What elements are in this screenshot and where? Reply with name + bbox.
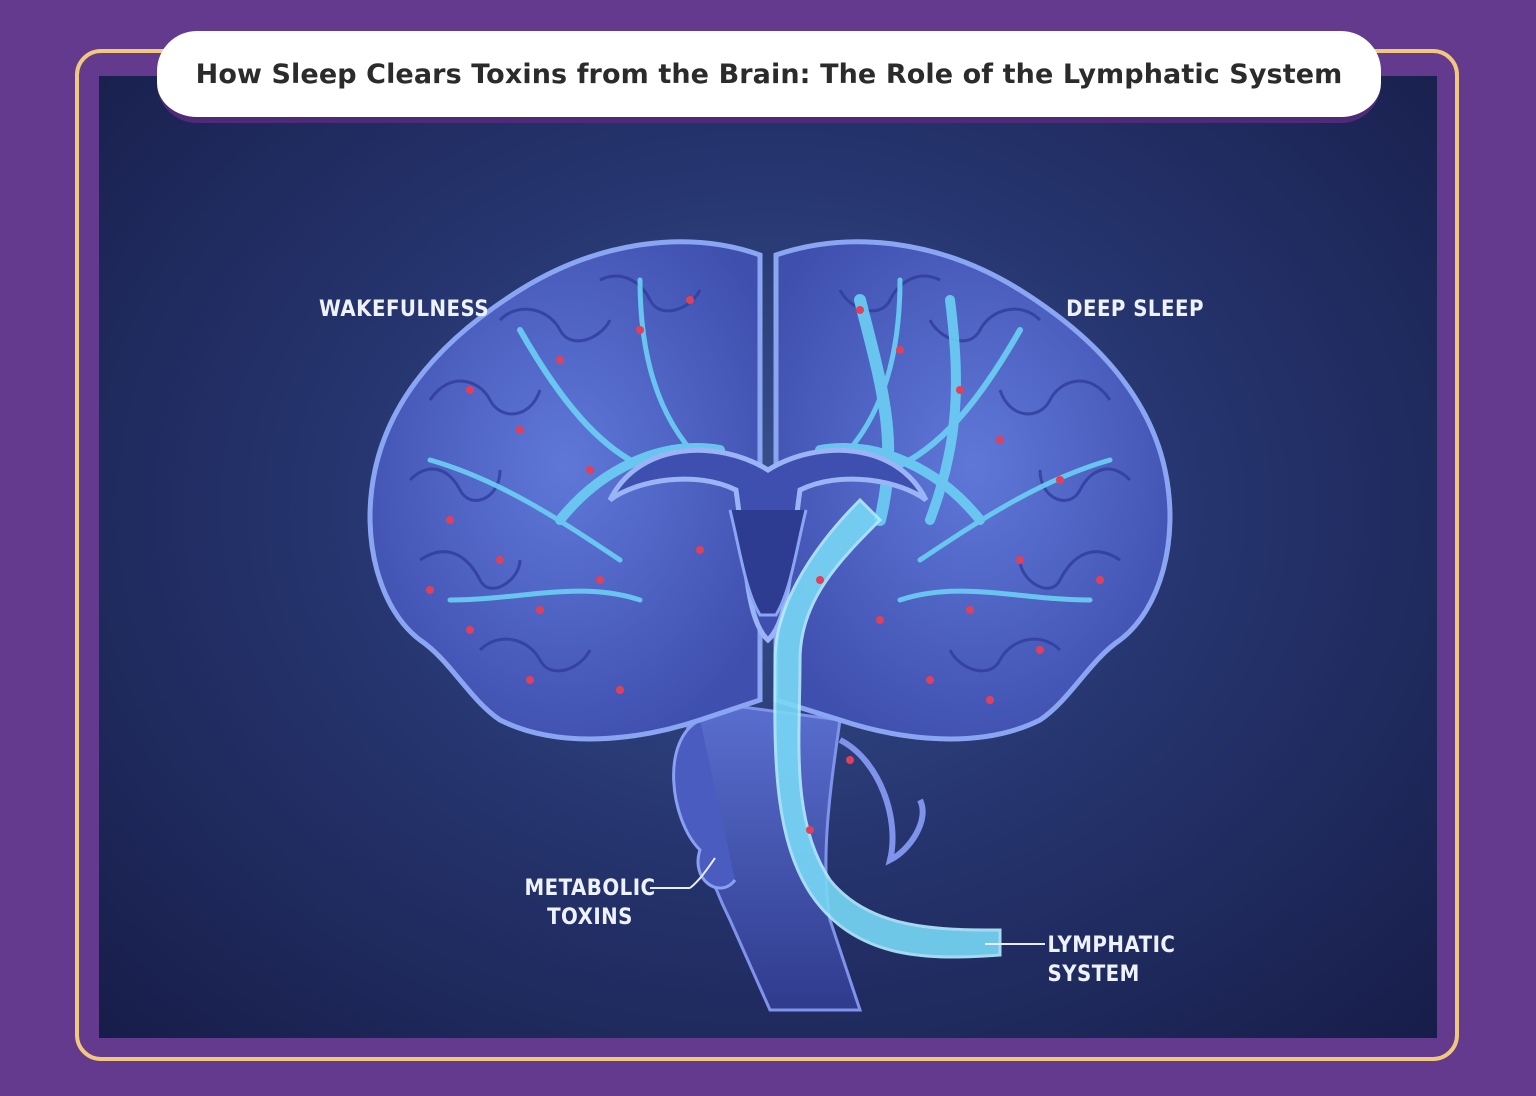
page-title: How Sleep Clears Toxins from the Brain: … (195, 58, 1343, 90)
gyri-texture (408, 274, 1132, 673)
deep-sleep-label: DEEP SLEEP (1066, 297, 1204, 322)
left-hemisphere (367, 239, 763, 742)
metabolic-toxins-label: METABOLIC TOXINS (514, 874, 667, 932)
lymphatic-system-label: LYMPHATIC SYSTEM (1048, 931, 1183, 989)
lymphatic-system-label-line2: SYSTEM (1047, 962, 1140, 987)
lymphatic-drainage-channel (773, 497, 1002, 959)
metabolic-toxins-label-line1: METABOLIC (524, 876, 656, 901)
toxin-particles (426, 296, 1104, 834)
title-tab: How Sleep Clears Toxins from the Brain: … (157, 31, 1381, 123)
ventricles (607, 447, 929, 644)
metabolic-toxins-leader-curve (689, 857, 716, 889)
metabolic-toxins-label-line2: TOXINS (547, 905, 633, 930)
brain-stem (672, 698, 926, 1012)
wakefulness-label: WAKEFULNESS (319, 297, 490, 322)
lymphatic-system-label-line1: LYMPHATIC (1047, 933, 1176, 958)
